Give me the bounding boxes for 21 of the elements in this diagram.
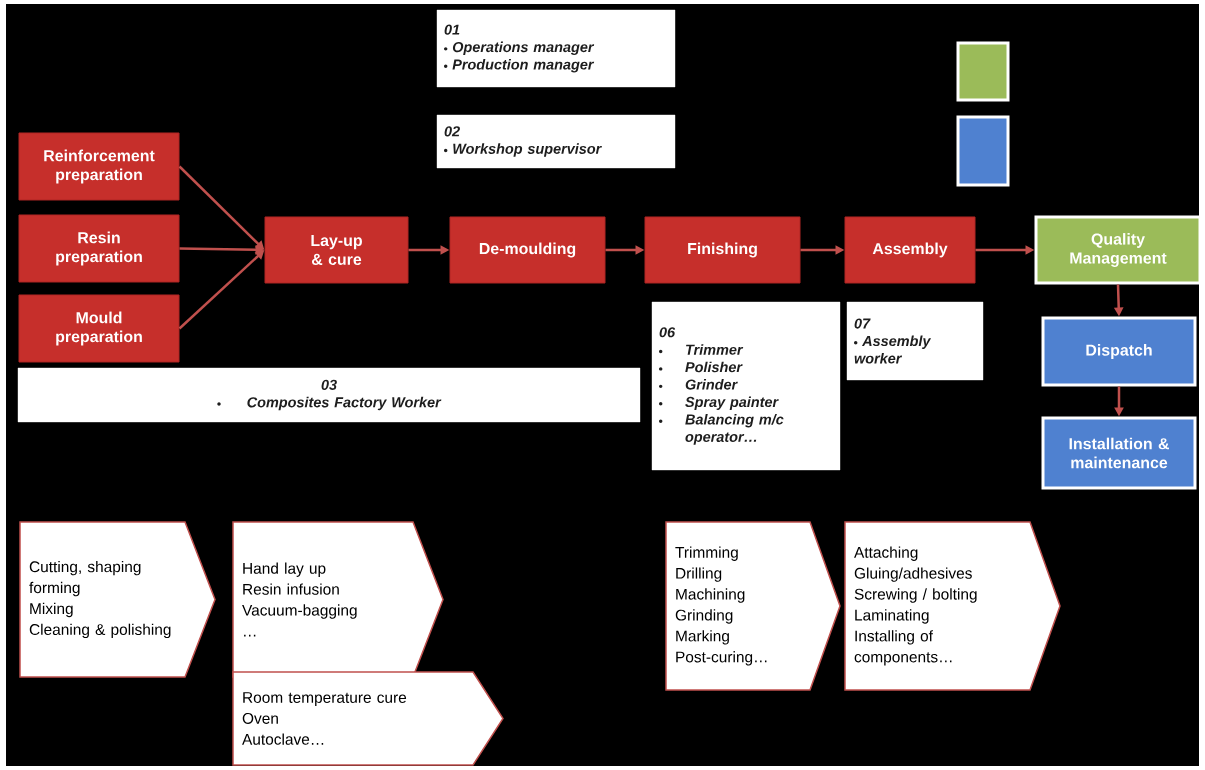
stage-box: Installation & maintenance bbox=[1041, 416, 1197, 490]
chevron-box: Cutting, shaping forming Mixing Cleaning & polishing bbox=[19, 521, 216, 678]
role-box: 03 Composites Factory Worker bbox=[17, 367, 641, 423]
swatch-box bbox=[956, 115, 1010, 187]
process-box: Finishing bbox=[644, 216, 801, 284]
process-box: Assembly bbox=[844, 216, 976, 284]
process-box: Reinforcement preparation bbox=[18, 132, 180, 201]
chevron-box: Attaching Gluing/adhesives Screwing / bolting Laminating Installing of components… bbox=[844, 521, 1061, 691]
chevron-box: Room temperature cure Oven Autoclave… bbox=[232, 671, 504, 766]
swatch-box bbox=[956, 41, 1010, 102]
chevron-box: Trimming Drilling Machining Grinding Marking Post-curing… bbox=[665, 521, 841, 691]
process-box: Mould preparation bbox=[18, 294, 180, 363]
process-box: Lay-up & cure bbox=[264, 216, 409, 284]
role-box: 01 Operations manager Production manager bbox=[436, 9, 676, 88]
stage-box: Dispatch bbox=[1041, 316, 1197, 387]
role-box: 06 Trimmer Polisher Grinder Spray painter Balancing m/c operator… bbox=[651, 301, 841, 471]
role-box: 02 Workshop supervisor bbox=[436, 114, 676, 169]
process-box: Resin preparation bbox=[18, 214, 180, 283]
stage-box: Quality Management bbox=[1034, 215, 1202, 285]
process-box: De-moulding bbox=[449, 216, 606, 284]
role-box: 07 Assembly worker bbox=[846, 301, 984, 381]
